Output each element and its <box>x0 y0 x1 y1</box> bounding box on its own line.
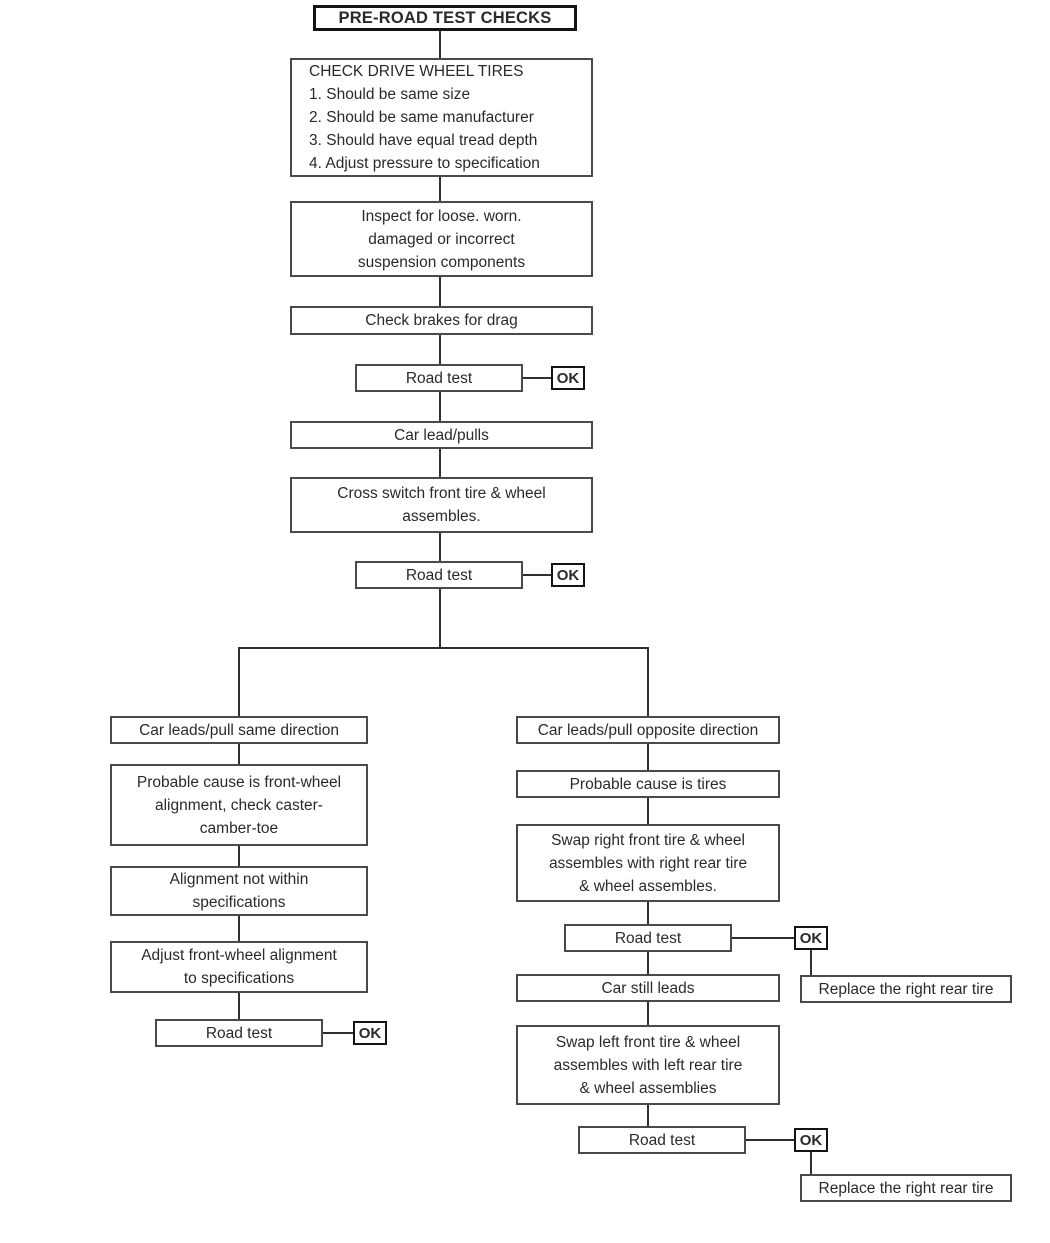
node-check-brakes: Check brakes for drag <box>290 306 593 335</box>
edge-car-still-leads-to-swap-left <box>647 1002 649 1025</box>
node-replace-right-rear-1: Replace the right rear tire <box>800 975 1012 1003</box>
node-car-still-leads: Car still leads <box>516 974 780 1002</box>
node-road-test-2: Road test <box>355 561 523 589</box>
edge-split-to-leads-opposite <box>647 647 649 716</box>
edge-ok-4-to-replace-1 <box>810 950 812 975</box>
edge-leads-opposite-to-probable-tires <box>647 744 649 770</box>
node-leads-opposite-direction: Car leads/pull opposite direction <box>516 716 780 744</box>
node-inspect-suspension: Inspect for loose. worn. damaged or inco… <box>290 201 593 277</box>
edge-brakes-to-road-test-1 <box>439 335 441 364</box>
edge-split-to-leads-same <box>238 647 240 716</box>
edge-swap-right-to-road-test-4 <box>647 902 649 924</box>
edge-leads-same-to-probable <box>238 744 240 764</box>
node-title: PRE-ROAD TEST CHECKS <box>313 5 577 31</box>
edge-title-to-check-tires <box>439 31 441 58</box>
edge-road-test-1-to-ok-1 <box>523 377 551 379</box>
edge-ok-5-to-replace-2 <box>810 1152 812 1174</box>
node-car-lead-pulls: Car lead/pulls <box>290 421 593 449</box>
node-road-test-3: Road test <box>155 1019 323 1047</box>
edge-road-test-1-to-car-lead <box>439 392 441 421</box>
node-replace-right-rear-2: Replace the right rear tire <box>800 1174 1012 1202</box>
node-ok-5: OK <box>794 1128 828 1152</box>
node-ok-2: OK <box>551 563 585 587</box>
edge-car-lead-to-cross-switch <box>439 449 441 477</box>
edge-inspect-to-brakes <box>439 277 441 306</box>
node-alignment-not-within: Alignment not within specifications <box>110 866 368 916</box>
edge-adjust-to-road-test-3 <box>238 993 240 1019</box>
edge-road-test-5-to-ok-5 <box>746 1139 794 1141</box>
node-probable-front-wheel: Probable cause is front-wheel alignment,… <box>110 764 368 846</box>
node-road-test-4: Road test <box>564 924 732 952</box>
node-adjust-alignment: Adjust front-wheel alignment to specific… <box>110 941 368 993</box>
edge-road-test-2-to-split <box>439 589 441 647</box>
node-ok-4: OK <box>794 926 828 950</box>
edge-road-test-2-to-ok-2 <box>523 574 551 576</box>
node-leads-same-direction: Car leads/pull same direction <box>110 716 368 744</box>
node-swap-left-front: Swap left front tire & wheel assembles w… <box>516 1025 780 1105</box>
edge-alignment-to-adjust <box>238 916 240 941</box>
node-check-drive-wheel-tires: CHECK DRIVE WHEEL TIRES 1. Should be sam… <box>290 58 593 177</box>
node-ok-3: OK <box>353 1021 387 1045</box>
edge-road-test-4-to-ok-4 <box>732 937 794 939</box>
node-probable-tires: Probable cause is tires <box>516 770 780 798</box>
edge-swap-left-to-road-test-5 <box>647 1105 649 1126</box>
edge-probable-to-alignment <box>238 846 240 866</box>
edge-check-tires-to-inspect <box>439 177 441 201</box>
edge-road-test-3-to-ok-3 <box>323 1032 353 1034</box>
node-road-test-5: Road test <box>578 1126 746 1154</box>
edge-cross-switch-to-road-test-2 <box>439 533 441 561</box>
node-cross-switch: Cross switch front tire & wheel assemble… <box>290 477 593 533</box>
edge-probable-tires-to-swap-right <box>647 798 649 824</box>
node-ok-1: OK <box>551 366 585 390</box>
node-road-test-1: Road test <box>355 364 523 392</box>
edge-road-test-4-to-car-still-leads <box>647 952 649 974</box>
node-swap-right-front: Swap right front tire & wheel assembles … <box>516 824 780 902</box>
edge-split-horizontal <box>238 647 649 649</box>
